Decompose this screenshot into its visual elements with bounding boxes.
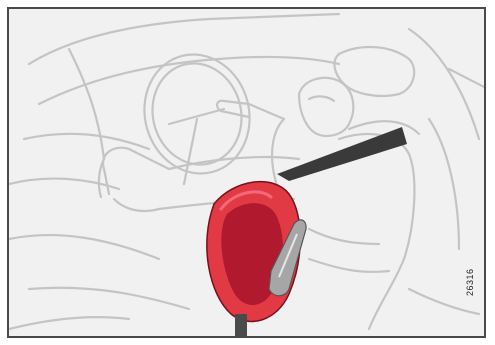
driver-head bbox=[299, 78, 353, 136]
dash-lower bbox=[24, 134, 149, 149]
rear-seat bbox=[429, 119, 459, 249]
figure-code: 26316 bbox=[465, 260, 475, 296]
driver-arm bbox=[224, 101, 284, 119]
seat-back bbox=[339, 134, 414, 329]
headrest bbox=[334, 47, 414, 96]
a-pillar bbox=[69, 49, 104, 159]
seat-base bbox=[309, 259, 389, 272]
driver-hair bbox=[309, 96, 334, 101]
door-panel bbox=[9, 235, 159, 259]
seat-belt bbox=[277, 127, 407, 181]
seat-back-top bbox=[349, 121, 419, 134]
driver-leg bbox=[114, 199, 159, 211]
pedal-area bbox=[9, 317, 129, 329]
floor-line bbox=[29, 288, 189, 309]
side-airbag-illustration bbox=[9, 9, 486, 338]
seat-cushion bbox=[309, 229, 379, 244]
seat-post bbox=[235, 314, 247, 338]
door-line bbox=[9, 179, 119, 189]
b-pillar bbox=[409, 29, 479, 139]
illustration-frame: 26316 bbox=[7, 7, 486, 338]
